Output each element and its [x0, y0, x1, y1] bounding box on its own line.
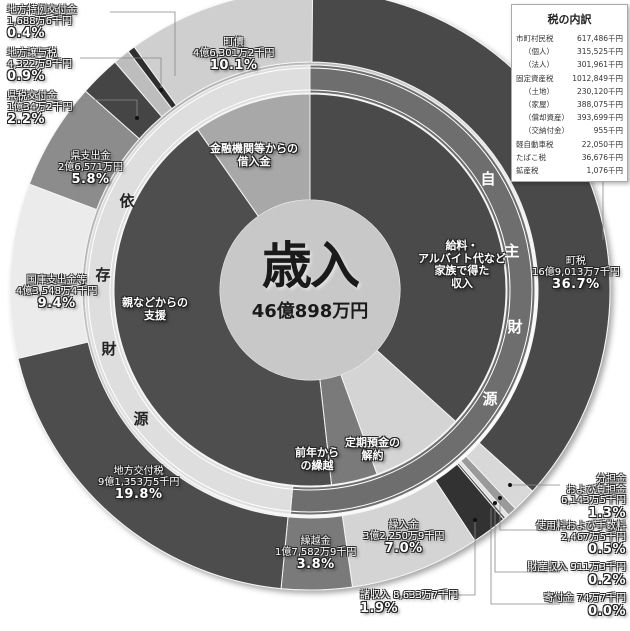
tax-value: 1012,849千円 — [572, 73, 623, 83]
tax-value: 388,075千円 — [576, 99, 623, 109]
label-zaisan: 財産収入 911万3千円 0.2% — [527, 562, 626, 588]
center-title: 歳入 — [262, 237, 360, 295]
ring-own-sources — [289, 64, 536, 516]
tax-value: 955千円 — [593, 126, 623, 136]
label-shiyou: 使用料および手数料 2,467万5千円 0.5% — [536, 521, 626, 557]
tax-item: （土地） — [524, 86, 554, 96]
tax-row: 市町村民税 617,486千円 — [512, 32, 627, 45]
label-chousai: 町債 4億6,301万2千円 10.1% — [193, 37, 275, 73]
tax-value: 1,076千円 — [586, 165, 623, 175]
tax-item: （法人） — [524, 60, 554, 70]
label-koufuzei: 地方交付税 9億1,353万5千円 19.8% — [98, 466, 180, 502]
tax-row: （個人） 315,525千円 — [512, 45, 627, 58]
tax-item: 鉱産税 — [516, 165, 539, 175]
tax-item: たばこ税 — [516, 152, 546, 162]
tax-item: （償却資産） — [524, 113, 569, 123]
label-kenzei: 県税交付金 1億34万2千円 2.2% — [7, 91, 73, 127]
label-shoshu: 諸収入 8,633万7千円 1.9% — [360, 590, 459, 616]
middle-ring — [84, 64, 536, 516]
ring-dependent-sources — [84, 64, 311, 515]
tax-row: （家屋） 388,075千円 — [512, 98, 627, 111]
leader-line — [499, 498, 560, 531]
leader-line — [455, 520, 476, 596]
tax-item: 固定資産税 — [516, 73, 554, 83]
tax-value: 393,699千円 — [576, 113, 623, 123]
ring-dep-char-2: 存 — [95, 266, 111, 284]
ring-own-char-1: 自 — [480, 170, 496, 188]
tax-row: 鉱産税 1,076千円 — [512, 164, 627, 177]
tax-row: （償却資産） 393,699千円 — [512, 111, 627, 124]
leader-line — [80, 57, 162, 90]
label-chouzei: 町税 16億9,013万7千円 36.7% — [532, 256, 620, 292]
leader-line — [490, 508, 560, 605]
tax-breakdown-title: 税の内訳 — [547, 13, 592, 26]
tax-row: （交納付金） 955千円 — [512, 124, 627, 137]
label-jouyo: 地方譲与税 4,322万9千円 0.9% — [7, 48, 72, 84]
label-kokko: 国庫支出金等 4億3,548万4千円 9.4% — [16, 275, 98, 311]
label-kurii: 繰入金 3億2,250万9千円 7.0% — [363, 520, 445, 556]
ring-dep-char-4: 源 — [133, 410, 149, 428]
ring-dep-char-1: 依 — [119, 192, 135, 210]
tax-item: （家屋） — [524, 99, 554, 109]
inner-label-salary: 給料・ アルバイト代など 家族で得た 収入 — [418, 239, 506, 290]
tax-value: 617,486千円 — [576, 34, 623, 43]
outer-slice-9 — [9, 183, 98, 360]
inner-slice-4 — [196, 93, 311, 217]
ring-divider — [109, 89, 511, 491]
tax-item: 軽自動車税 — [516, 139, 554, 149]
tax-value: 315,525千円 — [576, 47, 623, 57]
tax-row: 軽自動車税 22,050千円 — [512, 138, 627, 151]
tax-item: （個人） — [524, 47, 554, 57]
leader-dot — [159, 88, 163, 92]
ring-own-char-2: 主 — [504, 242, 520, 260]
center-total: 46億898万円 — [251, 301, 369, 322]
tax-row: たばこ税 36,676千円 — [512, 151, 627, 164]
tax-row: （土地） 230,120千円 — [512, 85, 627, 98]
tax-value: 22,050千円 — [581, 139, 623, 149]
inner-label-loan: 金融機関等からの 借入金 — [210, 142, 298, 168]
leader-line — [110, 11, 176, 76]
ring-own-char-3: 財 — [507, 318, 523, 336]
label-tokurei: 地方特例交付金 1,688万6千円 0.4% — [7, 5, 77, 41]
tax-row: （法人） 301,961千円 — [512, 58, 627, 71]
tax-row: 固定資産税 1012,849千円 — [512, 72, 627, 85]
ring-divider — [87, 67, 533, 513]
ring-own-char-4: 源 — [482, 390, 498, 408]
label-kenshi: 県支出金 2億6,571万円 5.8% — [58, 151, 123, 187]
inner-label-carry: 前年から の繰越 — [295, 446, 339, 472]
outer-slice-14 — [133, 0, 314, 106]
leader-dot — [473, 518, 477, 522]
tax-value: 230,120千円 — [576, 86, 623, 96]
tax-value: 301,961千円 — [576, 60, 623, 70]
leader-lines — [80, 11, 604, 605]
leader-line — [80, 99, 138, 118]
tax-breakdown-box: 税の内訳 市町村民税 617,486千円 （個人） 315,525千円 （法人） 301,… — [511, 4, 628, 182]
ring-dep-char-3: 財 — [101, 340, 117, 358]
leader-line — [494, 503, 560, 573]
inner-label-deposit: 定期預金の 解約 — [345, 436, 400, 462]
tax-item: （交納付金） — [524, 126, 569, 136]
leader-dot — [135, 116, 139, 120]
center-disc — [220, 200, 400, 380]
inner-ring — [113, 93, 507, 487]
leader-dot — [493, 501, 497, 505]
tax-value: 36,676千円 — [581, 152, 623, 162]
leader-dot — [508, 483, 512, 487]
label-kifu: 寄付金 74万7千円 0.0% — [543, 593, 626, 619]
inner-label-parents: 親などからの 支援 — [122, 296, 188, 322]
label-kurikoshi: 繰越金 1億7,582万9千円 3.8% — [275, 536, 357, 572]
tax-item: 市町村民税 — [516, 34, 554, 43]
label-buntan: 分担金 および負担金 6,143万5千円 1.3% — [561, 474, 626, 521]
leader-dot — [498, 496, 502, 500]
